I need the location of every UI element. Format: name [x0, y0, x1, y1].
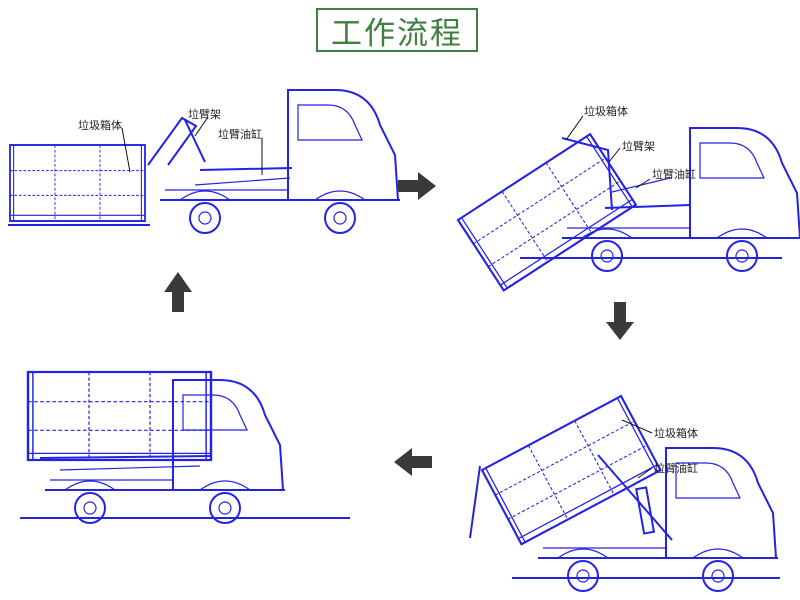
title-box: 工作流程 [316, 8, 478, 52]
label-arm-cylinder-3: 垃臂油缸 [654, 461, 698, 475]
arrow-down-icon [606, 302, 634, 340]
stage-1-box-on-ground [8, 89, 401, 234]
stage-2-box-lifting [456, 115, 800, 292]
arrow-right-icon [398, 172, 436, 200]
label-bin-box-3: 垃圾箱体 [654, 426, 698, 440]
stage-3-box-dumping [469, 395, 780, 592]
page-title: 工作流程 [331, 15, 463, 52]
stage-4-box-loaded [20, 370, 350, 524]
label-bin-box-2: 垃圾箱体 [584, 104, 628, 118]
label-arm-frame-1: 垃臂架 [188, 107, 221, 121]
label-bin-box-1: 垃圾箱体 [78, 118, 122, 132]
label-arm-cylinder-1: 垃臂油缸 [218, 127, 262, 141]
arrow-left-icon [394, 448, 432, 476]
label-arm-cylinder-2: 垃臂油缸 [652, 167, 696, 181]
label-arm-frame-2: 垃臂架 [622, 139, 655, 153]
arrow-up-icon [164, 272, 192, 312]
